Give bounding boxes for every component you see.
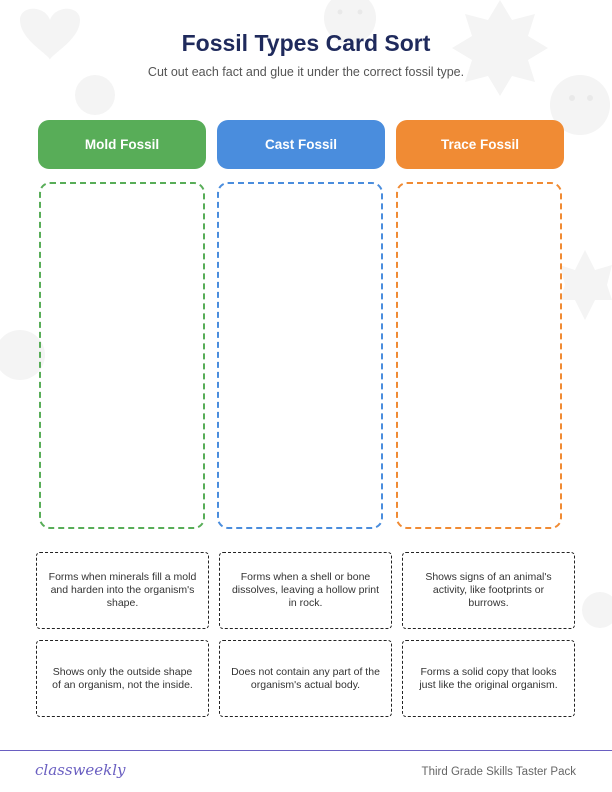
drop-zone-cast[interactable] — [217, 182, 383, 529]
category-header-mold: Mold Fossil — [38, 120, 206, 169]
star-shape — [560, 250, 612, 320]
fact-card-text: Forms a solid copy that looks just like … — [419, 665, 558, 691]
category-header-cast: Cast Fossil — [217, 120, 385, 169]
circle-shape — [75, 75, 115, 115]
fact-card[interactable]: Shows signs of an animal's activity, lik… — [402, 552, 575, 629]
footer-divider — [0, 750, 612, 751]
circle-shape — [582, 592, 612, 628]
fact-card[interactable]: Forms a solid copy that looks just like … — [402, 640, 575, 717]
brand-logo: classweekly — [35, 761, 126, 779]
fact-card[interactable]: Shows only the outside shape of an organ… — [36, 640, 209, 717]
fact-card-text: Shows only the outside shape of an organ… — [52, 665, 193, 691]
fact-card[interactable]: Does not contain any part of the organis… — [219, 640, 392, 717]
fact-card[interactable]: Forms when minerals fill a mold and hard… — [36, 552, 209, 629]
category-header-trace: Trace Fossil — [396, 120, 564, 169]
fact-card-text: Forms when a shell or bone dissolves, le… — [231, 571, 380, 609]
pack-name: Third Grade Skills Taster Pack — [421, 766, 576, 778]
drop-zone-trace[interactable] — [396, 182, 562, 529]
drop-zone-mold[interactable] — [39, 182, 205, 529]
fact-card-text: Forms when minerals fill a mold and hard… — [48, 571, 197, 609]
page-subtitle: Cut out each fact and glue it under the … — [147, 65, 465, 79]
fact-card-text: Shows signs of an animal's activity, lik… — [425, 571, 552, 609]
fact-card-text: Does not contain any part of the organis… — [231, 665, 380, 691]
fact-card[interactable]: Forms when a shell or bone dissolves, le… — [219, 552, 392, 629]
page-title: Fossil Types Card Sort — [181, 30, 431, 56]
